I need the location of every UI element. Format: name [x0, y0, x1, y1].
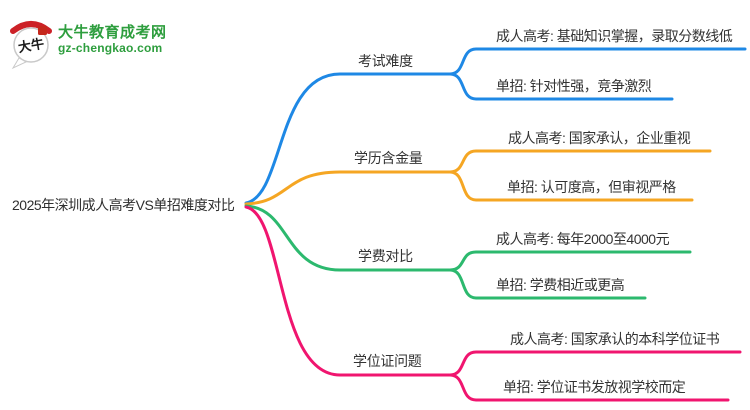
leaf-chengkao-degree-cert: 成人高考: 国家承认的本科学位证书	[510, 331, 720, 347]
root-node-title: 2025年深圳成人高考VS单招难度对比	[12, 197, 235, 213]
branch-exam-difficulty-fork-down	[448, 72, 674, 101]
branch-degree-cert-fork-up	[448, 350, 742, 377]
branch-degree-value-main-line	[244, 170, 452, 206]
branch-tuition-fork-up	[448, 250, 692, 272]
branch-degree-cert-fork-down	[448, 373, 730, 402]
leaf-danzhao-degree-cert: 单招: 学位证书发放视学校而定	[503, 379, 686, 395]
branch-degree-cert-main-line	[244, 205, 452, 377]
leaf-danzhao-exam-difficulty: 单招: 针对性强，竞争激烈	[496, 78, 652, 94]
branch-degree-value-fork-up	[448, 149, 712, 174]
branch-degree-value-fork-down	[448, 170, 694, 202]
branch-label-degree-cert: 学位证问题	[353, 353, 422, 369]
site-logo[interactable]: 大牛 大牛教育成考网 gz-chengkao.com	[8, 14, 238, 72]
branch-label-degree-value: 学历含金量	[354, 150, 423, 166]
branch-exam-difficulty-main-line	[244, 72, 452, 205]
branch-tuition-main-line	[244, 204, 452, 272]
leaf-chengkao-degree-value: 成人高考: 国家承认，企业重视	[508, 130, 691, 146]
branch-tuition-fork-down	[448, 268, 647, 300]
branch-label-tuition: 学费对比	[358, 248, 413, 264]
branch-exam-difficulty-fork-up	[448, 47, 747, 76]
daniu-speech-bubble-icon: 大牛	[10, 21, 52, 70]
logo-site-domain: gz-chengkao.com	[58, 41, 163, 55]
leaf-danzhao-degree-value: 单招: 认可度高，但审视严格	[507, 179, 676, 195]
leaf-chengkao-tuition: 成人高考: 每年2000至4000元	[496, 231, 670, 247]
leaf-danzhao-tuition: 单招: 学费相近或更高	[496, 277, 625, 293]
logo-icon-text: 大牛	[17, 36, 45, 55]
leaf-chengkao-exam-difficulty: 成人高考: 基础知识掌握，录取分数线低	[496, 28, 733, 44]
branch-label-exam-difficulty: 考试难度	[358, 53, 413, 69]
logo-site-name: 大牛教育成考网	[58, 24, 167, 41]
